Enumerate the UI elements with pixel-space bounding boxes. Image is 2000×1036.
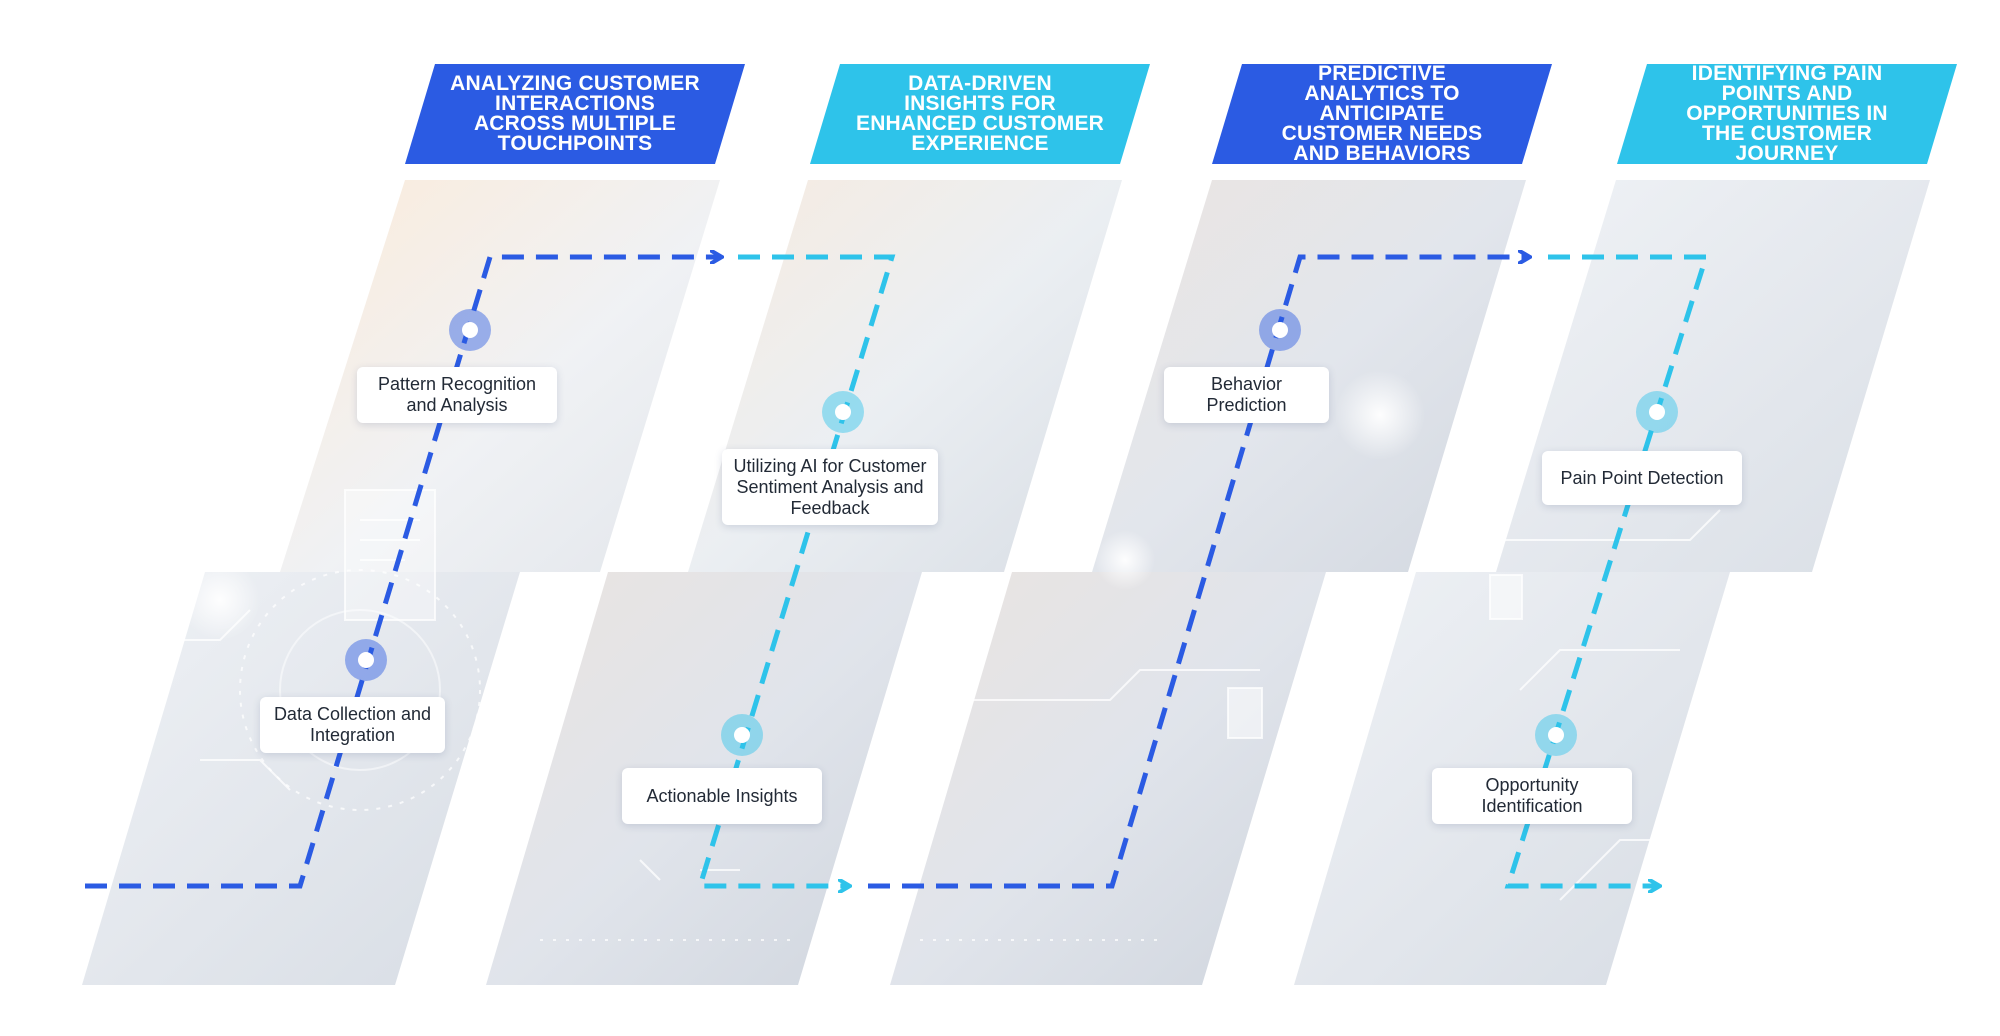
node-data-collection <box>345 639 387 681</box>
node-opportunity-identification <box>1535 714 1577 756</box>
step-label-sentiment-analysis: Utilizing AI for Customer Sentiment Anal… <box>722 449 938 525</box>
step-label-actionable-insights: Actionable Insights <box>622 768 822 824</box>
column-header-2: DATA-DRIVEN INSIGHTS FOR ENHANCED CUSTOM… <box>810 64 1150 164</box>
node-behavior-prediction <box>1259 309 1301 351</box>
light-glow-1 <box>180 560 260 640</box>
step-label-behavior-prediction: Behavior Prediction <box>1164 367 1329 423</box>
column-header-3: PREDICTIVE ANALYTICS TO ANTICIPATE CUSTO… <box>1212 64 1552 164</box>
panel-lower-1 <box>82 572 520 985</box>
flow-path-dark-1 <box>85 257 720 889</box>
node-pattern-recognition <box>449 309 491 351</box>
panel-upper-4 <box>1496 180 1930 572</box>
light-glow-2 <box>1335 370 1425 460</box>
node-sentiment-analysis <box>822 391 864 433</box>
node-actionable-insights <box>721 714 763 756</box>
node-pain-point-detection <box>1636 391 1678 433</box>
step-label-data-collection: Data Collection and Integration <box>260 697 445 753</box>
column-header-2-text: DATA-DRIVEN INSIGHTS FOR ENHANCED CUSTOM… <box>855 72 1105 155</box>
column-header-4: IDENTIFYING PAIN POINTS AND OPPORTUNITIE… <box>1617 64 1957 164</box>
column-header-4-text: IDENTIFYING PAIN POINTS AND OPPORTUNITIE… <box>1686 62 1888 165</box>
column-header-1-text: ANALYZING CUSTOMER INTERACTIONS ACROSS M… <box>450 72 700 155</box>
column-header-3-text: PREDICTIVE ANALYTICS TO ANTICIPATE CUSTO… <box>1281 62 1483 165</box>
panel-lower-3 <box>890 572 1326 985</box>
flow-path-light-1 <box>696 254 896 886</box>
step-label-pain-point-detection: Pain Point Detection <box>1542 451 1742 505</box>
flow-path-dark-2 <box>868 257 1528 889</box>
flow-path-light-2 <box>1504 254 1710 886</box>
light-glow-3 <box>1095 530 1155 590</box>
step-label-opportunity-identification: Opportunity Identification <box>1432 768 1632 824</box>
step-label-pattern-recognition: Pattern Recognition and Analysis <box>357 367 557 423</box>
column-header-1: ANALYZING CUSTOMER INTERACTIONS ACROSS M… <box>405 64 745 164</box>
